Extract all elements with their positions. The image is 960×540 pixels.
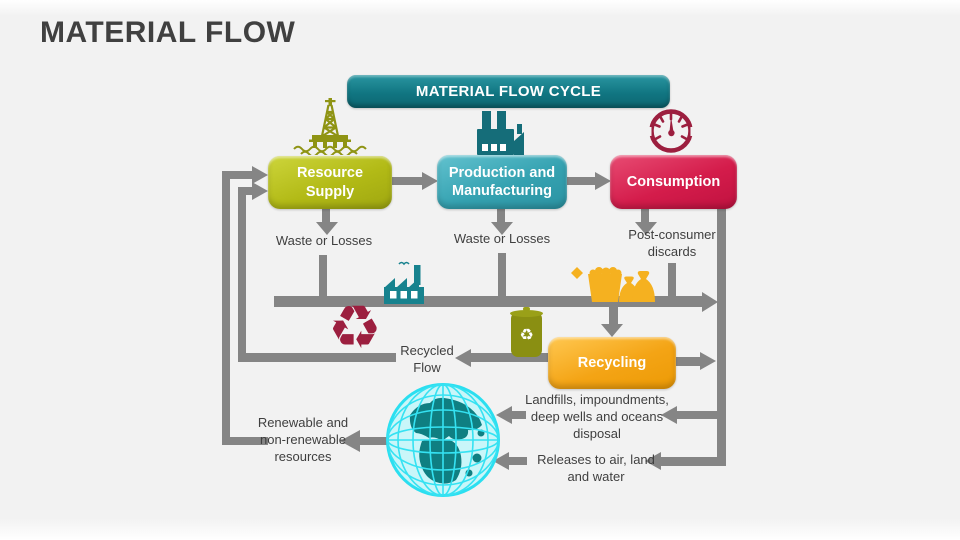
connector-releases-to-globe-shaft	[509, 457, 527, 465]
arrowhead-into-consumption	[595, 172, 611, 190]
arrowhead-resource-waste-down	[316, 222, 338, 235]
post-consumer-discards-label: Post-consumer discards	[628, 227, 716, 259]
connector-globe-to-renewable-shaft	[360, 437, 388, 445]
arrowhead-recycling-into-right-line	[700, 352, 716, 370]
waste-factory-icon	[382, 260, 426, 304]
landfills-disposal-label: Landfills, impoundments, deep wells and …	[525, 392, 669, 441]
globe-icon	[384, 381, 502, 499]
connector-recycling-to-right	[676, 357, 702, 366]
connector-left-inner-vertical	[238, 187, 246, 357]
page-title: MATERIAL FLOW	[40, 16, 296, 49]
arrowhead-into-releases-label	[645, 452, 661, 470]
waste-or-losses-right-label: Waste or Losses	[453, 231, 551, 246]
factory-icon	[477, 111, 524, 155]
gauge-icon	[646, 106, 696, 154]
waste-or-losses-left-label: Waste or Losses	[275, 233, 373, 248]
connector-waste-collection-bar	[274, 296, 704, 307]
connector-production-to-consumption	[567, 177, 595, 185]
connector-production-waste-stub	[497, 209, 505, 222]
oil-rig-icon	[292, 98, 368, 155]
connector-left-outer-vertical	[222, 171, 230, 445]
connector-left-inner-top	[244, 187, 252, 195]
trash-bags-icon	[569, 261, 655, 303]
recycled-flow-label: Recycled Flow	[400, 343, 454, 375]
arrowhead-into-resource-top	[252, 166, 268, 184]
connector-resource-to-production	[392, 177, 422, 185]
recycling-box: Recycling	[548, 337, 676, 389]
connector-left-outer-top	[228, 171, 252, 179]
connector-right-vertical	[717, 205, 726, 466]
production-manufacturing-label: Production and Manufacturing	[448, 164, 556, 199]
renewable-resources-label: Renewable and non-renewable resources	[257, 415, 349, 464]
arrowhead-into-landfills-label	[661, 406, 677, 424]
connector-landfills-shaft	[677, 411, 717, 419]
consumption-box: Consumption	[610, 155, 737, 209]
banner-material-flow-cycle: MATERIAL FLOW CYCLE	[347, 75, 670, 108]
arrowhead-consumption-discards-down	[635, 222, 657, 235]
connector-recycled-flow-left	[238, 353, 396, 362]
recycle-bin-glyph: ♻	[519, 327, 534, 344]
arrowhead-bar-into-right-line	[702, 292, 718, 312]
production-manufacturing-box: Production and Manufacturing	[437, 155, 567, 209]
releases-label: Releases to air, land and water	[537, 452, 655, 484]
arrowhead-production-waste-down	[491, 222, 513, 235]
consumption-label: Consumption	[626, 173, 721, 190]
recycling-label: Recycling	[577, 354, 647, 371]
connector-discards-feeder	[668, 263, 676, 298]
connector-landfills-to-globe-shaft	[512, 411, 526, 419]
connector-resource-waste-stub	[322, 209, 330, 222]
arrowhead-landfills-into-globe	[496, 406, 512, 424]
arrowhead-recycled-flow-left	[455, 349, 471, 367]
connector-releases-shaft	[661, 457, 717, 466]
resource-supply-label: Resource Supply	[296, 165, 364, 200]
arrowhead-into-recycling	[601, 324, 623, 337]
connector-bar-to-recycling	[609, 306, 618, 324]
arrowhead-into-resource-bottom	[252, 182, 268, 200]
recycle-arrows-icon: ♻	[328, 294, 382, 361]
connector-waste-left-feeder	[319, 255, 327, 298]
recycle-bin-icon: ♻	[510, 307, 543, 357]
connector-consumption-discards-stub	[641, 209, 649, 222]
connector-waste-right-feeder	[498, 253, 506, 298]
resource-supply-box: Resource Supply	[268, 156, 392, 209]
connector-recycled-flow-right	[471, 353, 548, 362]
connector-left-outer-bottom	[228, 437, 268, 445]
arrowhead-globe-into-renewable	[340, 430, 360, 452]
arrowhead-into-production	[422, 172, 438, 190]
